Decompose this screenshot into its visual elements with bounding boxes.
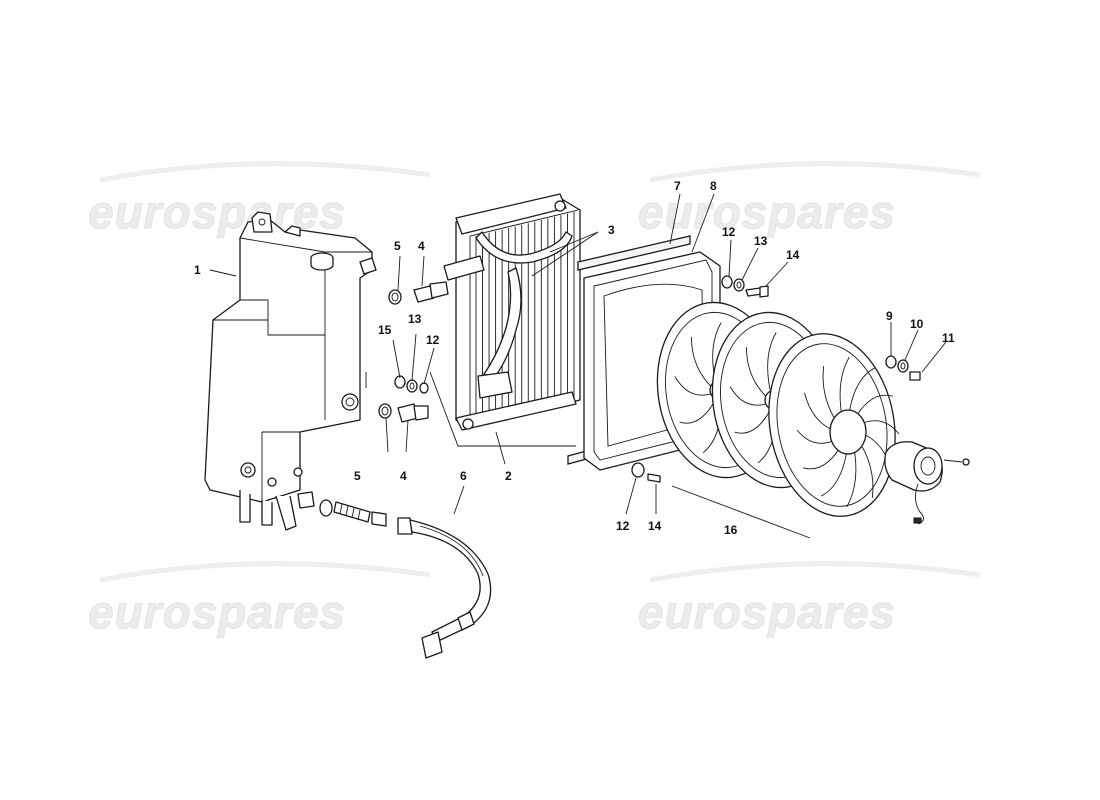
svg-text:eurospares: eurospares <box>638 186 896 238</box>
callout-15: 15 <box>378 323 392 337</box>
fittings-upper <box>388 281 449 305</box>
hardware-bottom <box>631 462 661 483</box>
callout-8: 8 <box>710 179 717 193</box>
svg-text:eurospares: eurospares <box>638 586 896 638</box>
fan-motor <box>884 441 970 525</box>
svg-text:eurospares: eurospares <box>88 186 346 238</box>
callout-12-top: 12 <box>722 225 736 239</box>
hardware-top <box>721 275 769 298</box>
watermark-bottom-left: eurospares <box>88 561 431 639</box>
oil-cooler-radiator <box>443 193 581 431</box>
callout-3: 3 <box>608 223 615 237</box>
callout-10: 10 <box>910 317 924 331</box>
callout-4-upper: 4 <box>418 239 425 253</box>
callout-12-bottom: 12 <box>616 519 630 533</box>
callout-1: 1 <box>194 263 201 277</box>
callout-12-middle: 12 <box>426 333 440 347</box>
callout-5-upper: 5 <box>394 239 401 253</box>
callout-14-bottom: 14 <box>648 519 662 533</box>
watermark-top-left: eurospares <box>88 161 431 239</box>
callout-labels: 1 2 3 4 5 4 5 6 7 8 9 10 11 12 12 12 13 … <box>194 179 955 537</box>
callout-13-top: 13 <box>754 234 768 248</box>
callout-14-top: 14 <box>786 248 800 262</box>
fan-front-guard <box>768 333 900 517</box>
fittings-middle <box>394 375 429 394</box>
callout-5-lower: 5 <box>354 469 361 483</box>
callout-9: 9 <box>886 309 893 323</box>
hardware-right <box>885 355 921 381</box>
callout-6: 6 <box>460 469 467 483</box>
callout-16: 16 <box>724 523 738 537</box>
leader-lines <box>209 193 947 539</box>
oil-tank <box>204 211 377 531</box>
callout-7: 7 <box>674 179 681 193</box>
fittings-lower <box>378 403 429 423</box>
callout-4-lower: 4 <box>400 469 407 483</box>
watermark-top-right: eurospares <box>638 161 981 239</box>
svg-text:eurospares: eurospares <box>88 586 346 638</box>
callout-11: 11 <box>942 331 955 345</box>
oil-hose <box>319 499 492 659</box>
callout-13-middle: 13 <box>408 312 422 326</box>
watermark-bottom-right: eurospares <box>638 561 981 639</box>
callout-2: 2 <box>505 469 512 483</box>
